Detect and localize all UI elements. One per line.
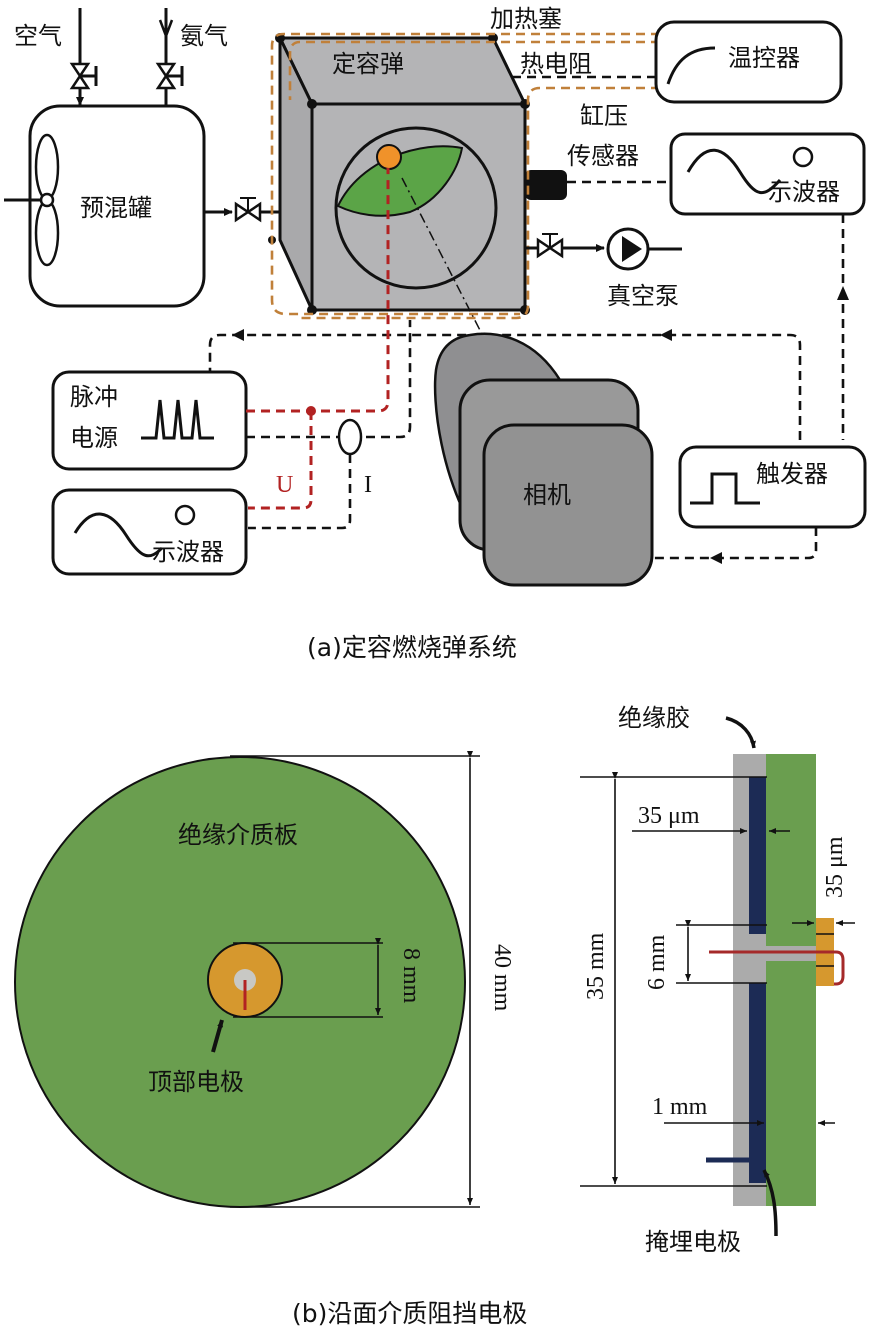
dim-35mm-label: 35 mm bbox=[583, 932, 609, 1000]
valve-icon bbox=[234, 197, 262, 223]
part-b-electrode-diagram: 绝缘介质板 8 mm 顶部电极 40 mm 绝缘胶 bbox=[14, 704, 855, 1328]
temp-controller-label: 温控器 bbox=[728, 44, 800, 72]
high-speed-camera: 相机 bbox=[433, 332, 654, 587]
caption-b: (b)沿面介质阻挡电极 bbox=[292, 1299, 527, 1328]
valve-icon bbox=[536, 233, 564, 259]
lead-wire bbox=[709, 950, 845, 986]
part-a-system-diagram: 空气 氨气 预混罐 bbox=[4, 5, 867, 662]
arrow-icon bbox=[211, 1019, 224, 1053]
ammonia-label: 氨气 bbox=[180, 22, 228, 50]
pump-icon bbox=[622, 236, 642, 262]
pressure-sensor bbox=[525, 170, 567, 200]
dim-35um-b-label: 35 μm bbox=[822, 836, 848, 898]
insulating-glue-label: 绝缘胶 bbox=[618, 704, 690, 732]
pulse-train-icon bbox=[141, 399, 214, 440]
square-pulse-icon bbox=[690, 472, 760, 505]
dim-6mm-label: 6 mm bbox=[644, 934, 670, 990]
vacuum-pump: 真空泵 bbox=[606, 227, 682, 310]
dielectric-upper bbox=[766, 754, 816, 946]
oscilloscope-2-label: 示波器 bbox=[152, 538, 224, 566]
sine-wave-icon bbox=[73, 512, 164, 558]
air-label: 空气 bbox=[14, 22, 62, 50]
oscilloscope-1: 示波器 bbox=[669, 132, 866, 216]
pulse-power-label-1: 脉冲 bbox=[70, 383, 118, 411]
trigger-label: 触发器 bbox=[756, 460, 828, 488]
vacuum-pump-label: 真空泵 bbox=[607, 282, 679, 310]
thermistor-label: 热电阻 bbox=[520, 50, 592, 78]
arrow-icon bbox=[762, 1169, 778, 1237]
air-inlet: 空气 bbox=[14, 8, 98, 106]
pulse-power-supply: 脉冲 电源 bbox=[51, 370, 248, 471]
arrow-icon bbox=[725, 716, 756, 749]
buried-electrode-label: 掩埋电极 bbox=[645, 1228, 741, 1256]
pressure-sensor-label-1: 缸压 bbox=[580, 102, 628, 130]
camera-label: 相机 bbox=[523, 481, 571, 509]
caption-a: (a)定容燃烧弹系统 bbox=[307, 633, 517, 662]
current-probe-icon bbox=[337, 418, 363, 456]
heating-plug-label: 加热塞 bbox=[490, 5, 562, 33]
ammonia-inlet: 氨气 bbox=[155, 8, 228, 105]
oscilloscope-2: 示波器 bbox=[51, 488, 248, 576]
top-electrode-label: 顶部电极 bbox=[148, 1068, 244, 1096]
premix-tank: 预混罐 bbox=[4, 104, 206, 308]
buried-electrode-lower bbox=[749, 983, 766, 1183]
knob-icon bbox=[792, 146, 814, 168]
pressure-sensor-label-2: 传感器 bbox=[567, 142, 639, 170]
sine-wave-icon bbox=[686, 148, 782, 194]
dim-35um-a-label: 35 μm bbox=[638, 803, 700, 829]
dim-8mm-label: 8 mm bbox=[398, 948, 424, 1004]
dim-1mm-label: 1 mm bbox=[652, 1094, 708, 1120]
oscilloscope-1-label: 示波器 bbox=[768, 178, 840, 206]
voltage-label: U bbox=[276, 472, 293, 498]
knob-icon bbox=[174, 504, 196, 526]
dielectric-lower bbox=[766, 961, 816, 1206]
valve-icon bbox=[69, 62, 98, 90]
electrode-cross-section: 绝缘胶 35 mm 35 μm 35 μm bbox=[580, 704, 855, 1256]
rise-curve-icon bbox=[666, 46, 716, 85]
valve-icon bbox=[155, 62, 184, 90]
constant-volume-bomb: 定容弹 bbox=[268, 33, 567, 341]
electrode-top-view: 绝缘介质板 8 mm 顶部电极 40 mm bbox=[14, 751, 515, 1208]
dim-40mm-label: 40 mm bbox=[489, 944, 515, 1012]
buried-electrode-upper bbox=[749, 777, 766, 934]
spark-point bbox=[376, 144, 402, 170]
dielectric-plate-label: 绝缘介质板 bbox=[178, 821, 298, 849]
pulse-power-label-2: 电源 bbox=[70, 424, 118, 452]
current-label: I bbox=[364, 472, 372, 498]
trigger-unit: 触发器 bbox=[678, 445, 867, 529]
bomb-label: 定容弹 bbox=[332, 50, 404, 78]
temperature-controller: 温控器 bbox=[654, 20, 843, 104]
premix-tank-label: 预混罐 bbox=[80, 194, 152, 222]
